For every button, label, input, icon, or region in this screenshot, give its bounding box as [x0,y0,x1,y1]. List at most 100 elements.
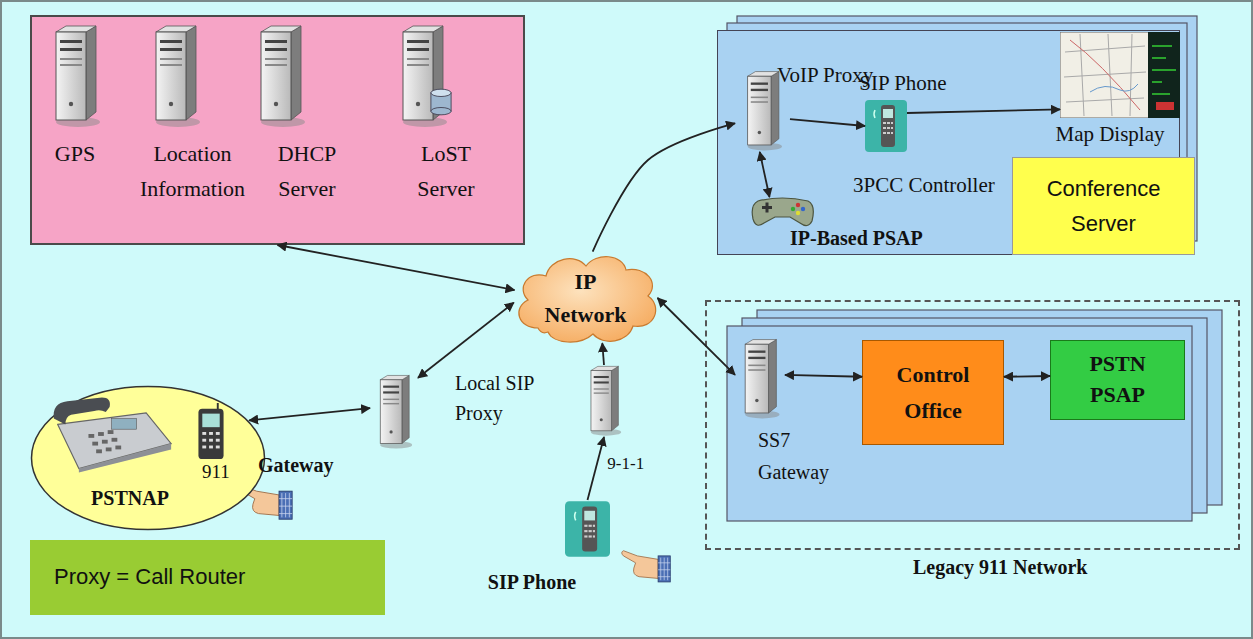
db-icon [431,89,451,115]
srv-icon [735,338,785,420]
ss7-gateway: SS7 Gateway [735,338,850,508]
pstn-psap: PSTN PSAP [1050,340,1185,420]
box-label: Conference Server [1039,171,1169,241]
sip-phone: SIP Phone [462,495,612,600]
db-icon [430,88,452,116]
srv-icon [56,26,100,127]
server-node: LoST Server [382,24,492,224]
node-label: IP-Based PSAP [790,225,990,251]
node-label: PSTNAP [75,485,185,511]
srv-icon [745,340,779,419]
srv-icon [748,72,782,151]
connector-arrow [760,152,770,197]
node-label: SIP Phone [838,70,968,97]
connector-arrow [418,303,514,378]
connector-arrow [278,245,515,290]
cloud-outline [508,248,663,348]
legacy-network-boundary: Legacy 911 NetworkSS7 GatewayControl Off… [705,300,1240,550]
legacy-panel [727,326,1192,521]
box-label: PSTN PSAP [1073,349,1163,411]
node-label: SIP Phone [462,569,602,595]
sip-icon [865,100,907,152]
desk-icon [50,395,175,473]
desk-icon [54,397,172,472]
gateway-server: Gateway [258,372,420,482]
sip-phone: SIP Phone [838,70,968,152]
connector-arrow [249,408,370,420]
ellipse-outline [32,387,265,530]
connector-arrow [785,375,862,377]
node-label: 3PCC Controller [853,172,1013,199]
label-slot: Map Display [1035,121,1185,148]
label-slot: Legacy 911 Network [913,554,1183,580]
sip-icon [565,500,610,558]
box-label: Proxy = Call Router [54,562,245,593]
label-slot: Gateway [258,452,368,478]
srv-icon [380,375,412,448]
node-label: LoST Server [404,136,488,206]
third-party-call-controller: 3PCC Controller [745,170,1010,232]
srv-icon [50,24,100,129]
cell-icon [198,403,223,459]
connector-arrow [588,437,605,500]
label-slot: 911 [202,461,252,484]
srv-icon [150,24,200,129]
server-node: DHCP Server [250,24,355,224]
label-slot: IP-Based PSAP [790,225,990,251]
ip-network-cloud: IP Network [508,248,663,348]
box-label: IP Network [536,265,636,331]
label-slot: 3PCC Controller [853,172,1013,199]
node-label: Gateway [258,452,368,478]
srv-icon [580,365,628,437]
sip-icon [565,501,610,557]
label-slot: GPS [40,136,110,171]
connector-arrow [1004,375,1050,378]
edge-label-slot: 9-1-1 [605,454,646,474]
label-slot: SIP Phone [462,569,602,595]
node-label: Location Information [125,136,260,206]
node-label: 911 [202,461,252,484]
label-slot: LoST Server [404,136,488,206]
local-sip-proxy: Local SIP Proxy [455,362,630,440]
srv-icon [370,374,418,450]
srv-icon [591,366,621,435]
node-label: Map Display [1035,121,1185,148]
map-icon [1060,32,1180,118]
node-label: Legacy 911 Network [913,554,1183,580]
conference-server: Conference Server [1012,157,1195,255]
connector-arrow [593,123,735,251]
pad-icon [752,198,813,226]
node-label: DHCP Server [262,136,352,206]
server-node: GPS [40,24,110,214]
node-label: GPS [40,136,110,171]
label-slot: PSTNAP [75,485,185,511]
label-slot: DHCP Server [262,136,352,206]
pad-icon [750,197,815,229]
server-node: Location Information [125,24,260,224]
connector-arrow [907,109,1060,113]
cloud-outline [519,257,656,342]
pointing-hand-icon [622,551,671,582]
srv-icon [261,26,305,127]
control-office: Control Office [862,340,1004,445]
edge-label: 9-1-1 [605,454,646,474]
note-box: Proxy = Call Router [30,540,385,615]
connector-arrow [658,298,735,375]
srv-icon [156,26,200,127]
label-slot: SIP Phone [838,70,968,97]
label-slot: SS7 Gateway [758,424,846,488]
srv-icon [255,24,305,129]
pstn-access-point: 911PSTNAP [30,385,266,531]
label-slot: Location Information [125,136,260,206]
server-panel: GPS Location InformationDHCP Server LoST S… [30,15,525,245]
psap-panel: IP-Based PSAPVoIP ProxySIP PhoneMap Disp… [717,30,1180,255]
connector-arrow [602,343,604,365]
box-label: Control Office [878,357,988,427]
map-icon [1060,32,1180,118]
sip-icon [865,100,907,152]
map-display: Map Display [1035,30,1185,154]
